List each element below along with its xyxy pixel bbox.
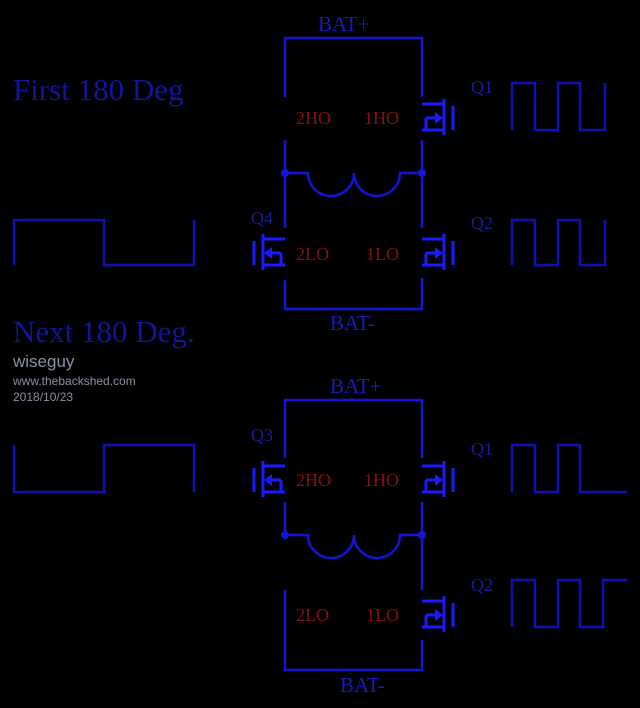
q4-label: Q4: [251, 208, 273, 228]
pin-1lo: 1LO: [366, 605, 399, 625]
top-q1-waveform: [510, 81, 607, 132]
q2-label: Q2: [471, 213, 493, 233]
pin-2lo: 2LO: [296, 244, 329, 264]
watermark-site: www.thebackshed.com: [13, 374, 136, 388]
bottom-q1-waveform: [510, 443, 627, 494]
bottom-q2-waveform: [510, 578, 627, 629]
bat-minus-label: BAT-: [340, 673, 385, 697]
pin-1lo: 1LO: [366, 244, 399, 264]
bottom-wires: [283, 398, 424, 672]
bat-minus-label: BAT-: [330, 311, 375, 335]
top-left-waveform: [12, 218, 196, 267]
pin-1ho: 1HO: [364, 108, 399, 128]
mosfet-q1-icon: [420, 97, 455, 137]
q2-label: Q2: [471, 575, 493, 595]
inductor-icon: [285, 171, 422, 198]
watermark-date: 2018/10/23: [13, 390, 74, 404]
pin-2ho: 2HO: [296, 108, 331, 128]
top-q2-waveform: [510, 218, 607, 267]
heading-next-180: Next 180 Deg.: [13, 314, 195, 349]
bat-plus-label: BAT+: [318, 12, 370, 36]
top-h-bridge: BAT+ BAT- 2HO 1HO 2LO 1LO Q1 Q2 Q4: [12, 12, 607, 335]
bat-plus-label: BAT+: [330, 374, 382, 398]
q1-label: Q1: [471, 77, 493, 97]
pin-1ho: 1HO: [364, 470, 399, 490]
bottom-left-waveform: [12, 443, 196, 494]
mosfet-q3-icon: [252, 459, 287, 499]
q1-label: Q1: [471, 439, 493, 459]
heading-first-180: First 180 Deg: [13, 72, 184, 107]
q3-label: Q3: [251, 425, 273, 445]
watermark-author: wiseguy: [13, 352, 75, 371]
mosfet-q1-icon: [420, 459, 455, 499]
mosfet-q2-icon: [420, 594, 455, 634]
inductor-icon: [285, 533, 422, 560]
bottom-h-bridge: BAT+ BAT- 2HO 1HO 2LO 1LO Q1 Q2 Q3: [12, 374, 627, 697]
pin-2lo: 2LO: [296, 605, 329, 625]
mosfet-q2-icon: [420, 232, 455, 272]
pin-2ho: 2HO: [296, 470, 331, 490]
mosfet-q4-icon: [252, 232, 287, 272]
top-wires: [283, 36, 424, 311]
